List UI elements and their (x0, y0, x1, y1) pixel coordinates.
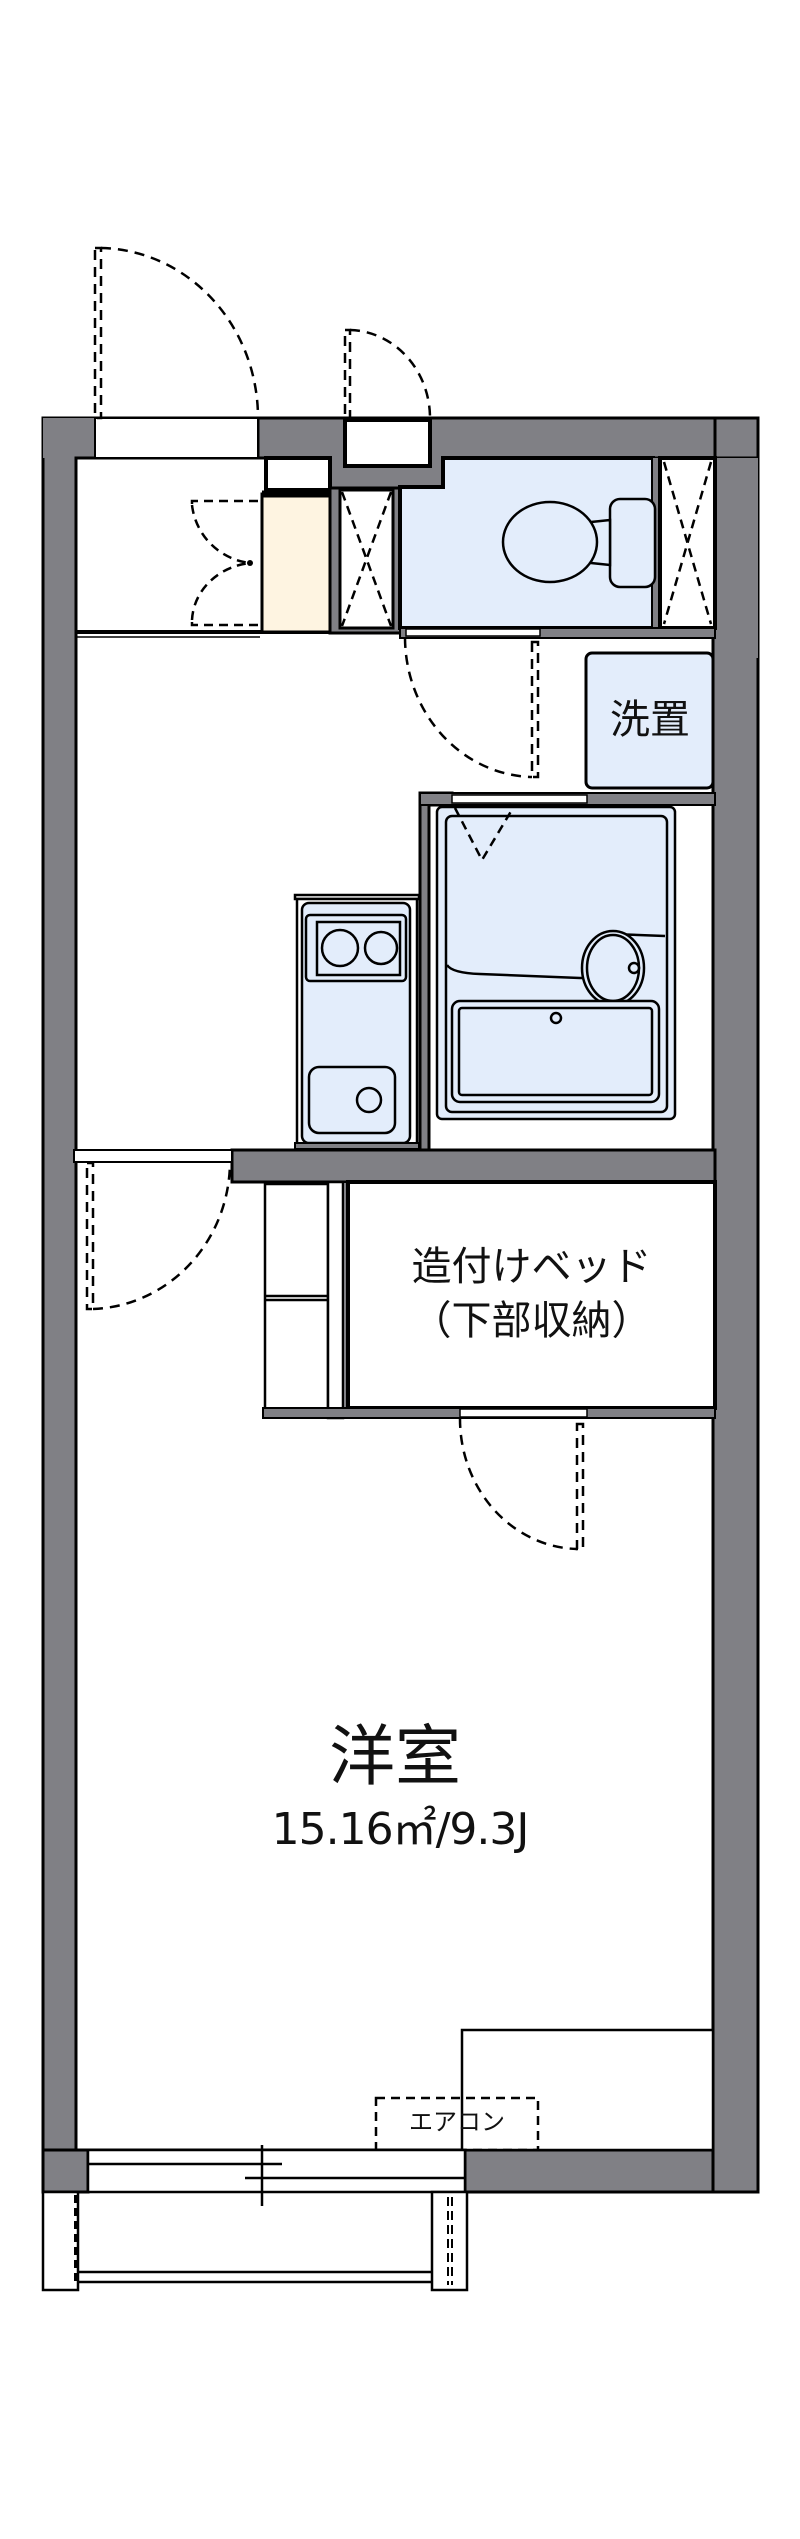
built-in-bed-label-line1: 造付けベッド (411, 1244, 652, 1290)
western-room-title: 洋室 (329, 1718, 461, 1795)
meter-box-door (343, 328, 432, 420)
western-room-area: 15.16㎡/9.3J (271, 1804, 530, 1855)
balcony (41, 2190, 469, 2292)
stove (304, 913, 408, 983)
washer-space-label: 洗置 (610, 697, 690, 743)
room-door (85, 1161, 232, 1311)
shoe-cabinet-doors (190, 499, 258, 627)
storage-box (460, 2028, 715, 2152)
pipe-shaft-right (658, 456, 717, 630)
air-conditioner-outline (374, 2096, 540, 2152)
shoe-cabinet (260, 492, 332, 634)
built-in-bed-label-line2: （下部収納） (411, 1298, 652, 1344)
built-in-bed (346, 1180, 717, 1410)
western-room-door (458, 1417, 585, 1551)
built-in-bed-label: 造付けベッド （下部収納） (348, 1240, 715, 1348)
unit-bath (435, 805, 677, 1121)
entrance-door (93, 246, 260, 420)
kitchen-sink (307, 1065, 397, 1135)
sliding-window (86, 2145, 467, 2206)
closet-shelves (263, 1180, 345, 1420)
toilet-door (403, 637, 540, 779)
bath-door (453, 807, 515, 863)
pipe-shaft-left (328, 486, 404, 635)
air-conditioner-label: エアコン (409, 2108, 505, 2136)
bathroom-walls (418, 791, 716, 1154)
washer-space (584, 651, 715, 790)
partition-wall (73, 1148, 717, 1184)
toilet (501, 497, 657, 589)
